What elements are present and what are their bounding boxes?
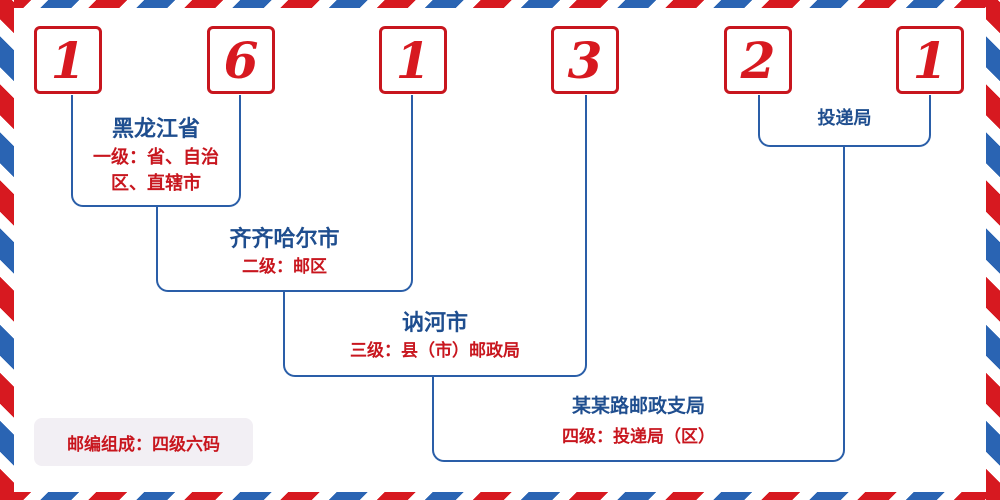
level-2-description: 二级：邮区 — [242, 257, 327, 277]
postcode-digit-5: 2 — [724, 26, 792, 94]
level-1-panel: 黑龙江省 一级：省、自治区、直辖市 — [71, 95, 241, 207]
postcode-digit-1: 1 — [34, 26, 102, 94]
delivery-office-panel: 投递局 — [758, 95, 931, 147]
city-name: 齐齐哈尔市 — [229, 226, 340, 252]
postcode-digit-4: 3 — [551, 26, 619, 94]
branch-office-name: 某某路邮政支局 — [571, 395, 705, 417]
postcode-structure-caption: 邮编组成：四级六码 — [34, 418, 253, 466]
level-1-description: 一级：省、自治区、直辖市 — [93, 147, 219, 194]
delivery-office-label: 投递局 — [817, 108, 872, 129]
airmail-border-left — [0, 0, 14, 500]
airmail-border-bottom — [0, 492, 1000, 500]
level-3-description: 三级：县（市）邮政局 — [350, 341, 520, 361]
county-name: 讷河市 — [401, 310, 468, 336]
postcode-digit-3: 1 — [379, 26, 447, 94]
airmail-border-top — [0, 0, 1000, 8]
level-4-description: 四级：投递局（区） — [562, 427, 715, 447]
province-name: 黑龙江省 — [111, 116, 200, 142]
postcode-digit-2: 6 — [207, 26, 275, 94]
postcode-digit-6: 1 — [896, 26, 964, 94]
airmail-border-right — [986, 0, 1000, 500]
